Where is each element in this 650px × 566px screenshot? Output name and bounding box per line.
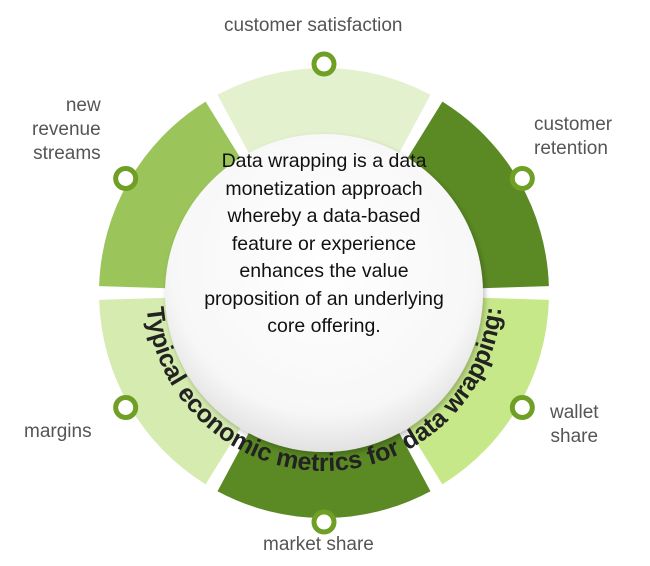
ring-segment-wallet-share: [403, 297, 549, 485]
center-circle: [165, 134, 483, 452]
ring-segment-customer-retention: [403, 101, 549, 289]
ring-segments: [99, 68, 549, 518]
marker-wallet-share: [509, 395, 535, 420]
marker-market-share: [311, 509, 337, 535]
label-new-revenue-streams: new revenue streams: [32, 95, 101, 164]
label-customer-retention: customer retention: [534, 114, 613, 159]
label-margins: margins: [24, 421, 92, 442]
ring-segment-market-share: [217, 426, 431, 518]
ring-segment-margins: [99, 297, 245, 485]
ring-segment-customer-satisfaction: [217, 68, 431, 160]
ring-markers: [113, 51, 535, 535]
marker-customer-satisfaction: [311, 51, 337, 77]
marker-margins: [113, 395, 139, 420]
center-description: Data wrapping is a data monetization app…: [204, 150, 444, 337]
ring-segment-new-revenue-streams: [99, 101, 245, 289]
label-market-share: market share: [263, 534, 374, 555]
marker-customer-retention: [509, 166, 535, 191]
label-customer-satisfaction: customer satisfaction: [224, 15, 403, 36]
label-wallet-share: wallet share: [550, 402, 599, 447]
marker-new-revenue-streams: [113, 166, 139, 191]
